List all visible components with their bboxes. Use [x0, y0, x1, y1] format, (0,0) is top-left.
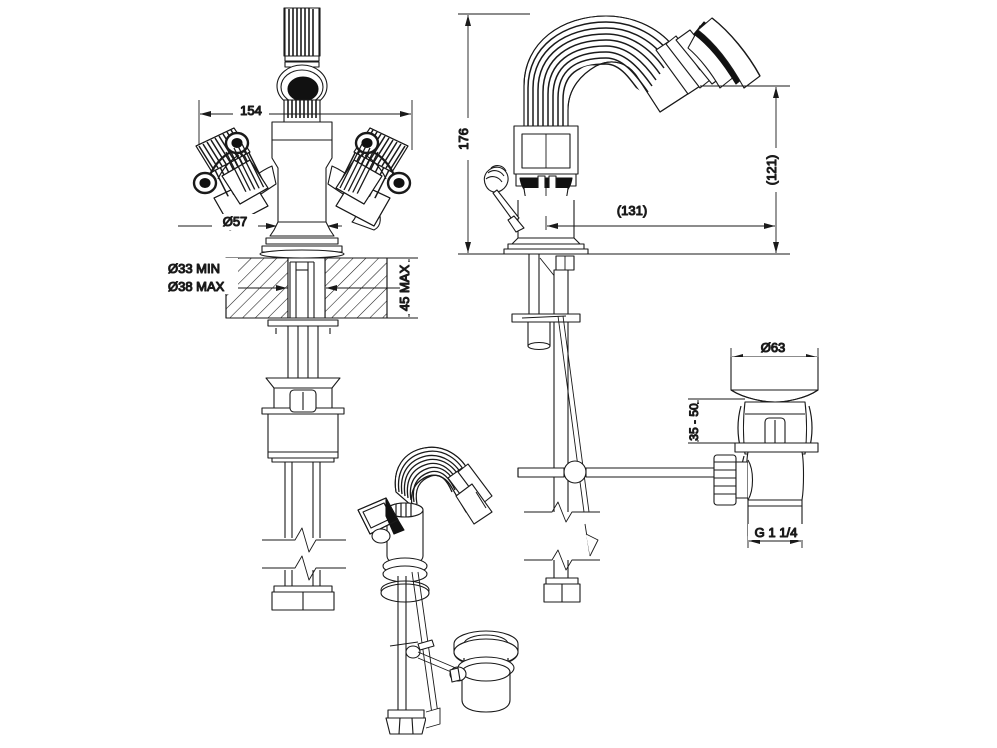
dim-label-121: (121)	[764, 155, 779, 185]
iso-spout	[394, 446, 493, 525]
dim-hole-diameter: Ø33 MIN Ø38 MAX	[166, 258, 400, 295]
dim-thread-size: G 1 1/4	[747, 520, 804, 548]
handle-right-capital	[353, 127, 412, 195]
popup-lift-lever	[483, 165, 525, 233]
side-elevation-view: 176	[455, 13, 790, 603]
base-escutcheon-side	[503, 237, 589, 255]
mixer-body-side	[513, 125, 579, 238]
spout-outlet-front	[276, 7, 328, 108]
dim-label-g114: G 1 1/4	[755, 525, 798, 540]
iso-popup-waste	[449, 630, 519, 713]
dim-label-d63: Ø63	[761, 340, 786, 355]
dim-label-45max: 45 MAX	[397, 265, 412, 312]
dim-label-131: (131)	[617, 203, 647, 218]
iso-bottom-nut	[385, 707, 441, 735]
popup-waste-isometric-view	[357, 446, 519, 735]
spout-arc-side	[523, 15, 761, 151]
waste-detail-section-view: Ø63	[686, 339, 819, 548]
spout-column-fluting	[284, 99, 320, 118]
handle-left-capital	[192, 127, 251, 195]
dim-label-d57: Ø57	[223, 214, 248, 229]
dim-deck-range: 35 - 50	[686, 398, 745, 444]
dim-spout-height: (121)	[700, 85, 790, 253]
dim-label-d38max: Ø38 MAX	[168, 279, 225, 294]
dim-base-diameter: Ø57	[178, 213, 342, 232]
iso-body	[357, 497, 430, 603]
front-elevation-view: 154	[166, 7, 418, 611]
dim-deck-thickness: 45 MAX	[387, 257, 418, 319]
dim-spout-reach: (131)	[545, 202, 775, 230]
dim-label-35-50: 35 - 50	[687, 403, 701, 441]
waste-body	[713, 357, 819, 537]
dim-handle-spread: 154	[198, 100, 413, 150]
iso-rods	[389, 571, 471, 715]
dim-label-176: 176	[456, 128, 471, 150]
dim-label-d33min: Ø33 MIN	[168, 261, 220, 276]
dim-label-154: 154	[240, 103, 262, 118]
shank-below-deck-front	[261, 319, 346, 611]
below-deck-assembly-side	[511, 253, 741, 603]
waste-locknut	[713, 454, 754, 506]
mixer-body-front	[271, 121, 333, 223]
handle-right	[327, 127, 412, 231]
base-escutcheon-front	[259, 221, 345, 259]
